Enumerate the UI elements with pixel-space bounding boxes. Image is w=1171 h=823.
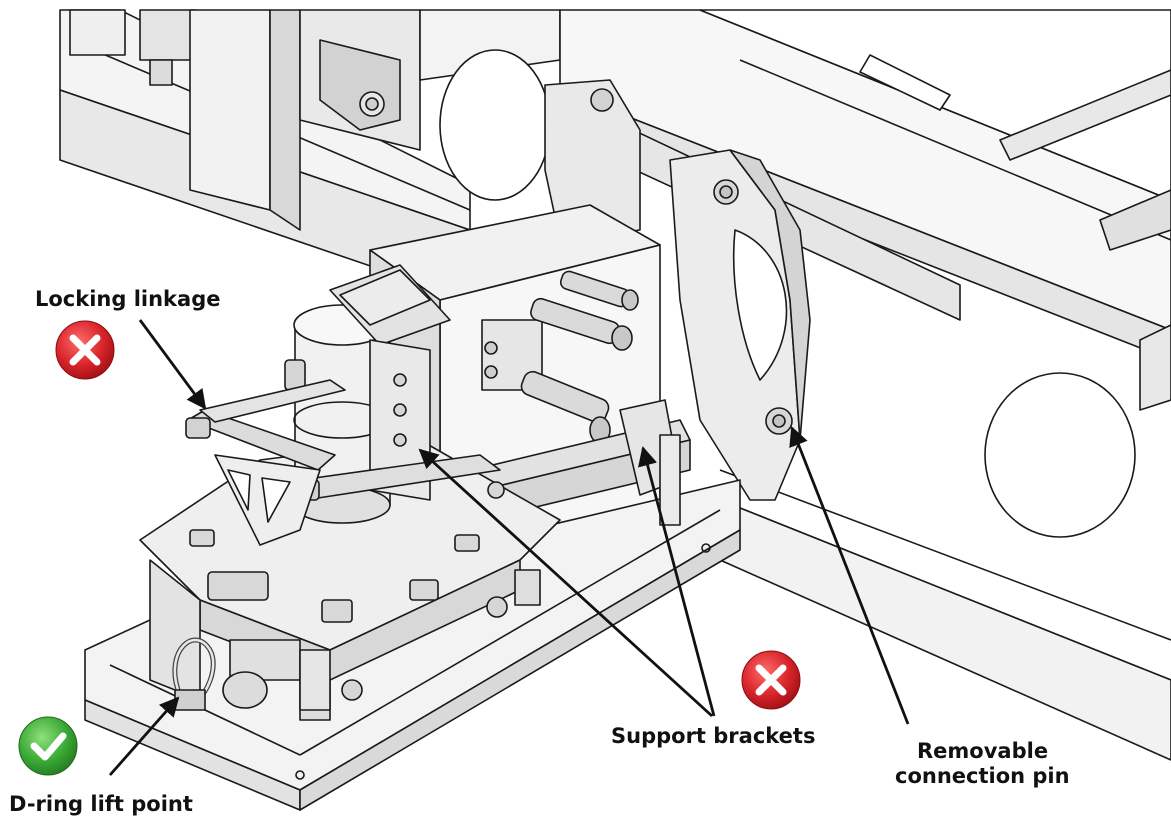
plate-openings (439, 49, 1136, 538)
upper-left-mechanism (69, 9, 561, 231)
arrow-support-bracket-right (638, 446, 716, 717)
arrow-locking-linkage (138, 319, 207, 410)
machine-drawing (59, 9, 1171, 811)
x-circle-icon (741, 650, 801, 710)
plate-fasteners (189, 529, 480, 623)
callout-arrows (108, 319, 910, 776)
top-plate (329, 264, 451, 346)
clevis-plate (544, 79, 811, 501)
lift-hardware (172, 637, 331, 711)
label-locking-linkage: Locking linkage (35, 287, 221, 311)
x-circle-icon (55, 320, 115, 380)
arrow-d-ring (108, 696, 180, 776)
side-wall (369, 339, 431, 501)
hydraulic-couplers (520, 270, 639, 444)
label-removable-pin-line1: Removable (917, 739, 1049, 763)
arrow-removable-pin (789, 426, 910, 725)
label-removable-pin-line2: connection pin (895, 764, 1070, 789)
arrow-support-bracket-left (418, 448, 713, 718)
check-circle-icon (18, 716, 78, 776)
label-support-brackets: Support brackets (611, 724, 816, 748)
label-d-ring: D-ring lift point (9, 792, 193, 816)
label-removable-pin: Removable connection pin (895, 739, 1125, 789)
